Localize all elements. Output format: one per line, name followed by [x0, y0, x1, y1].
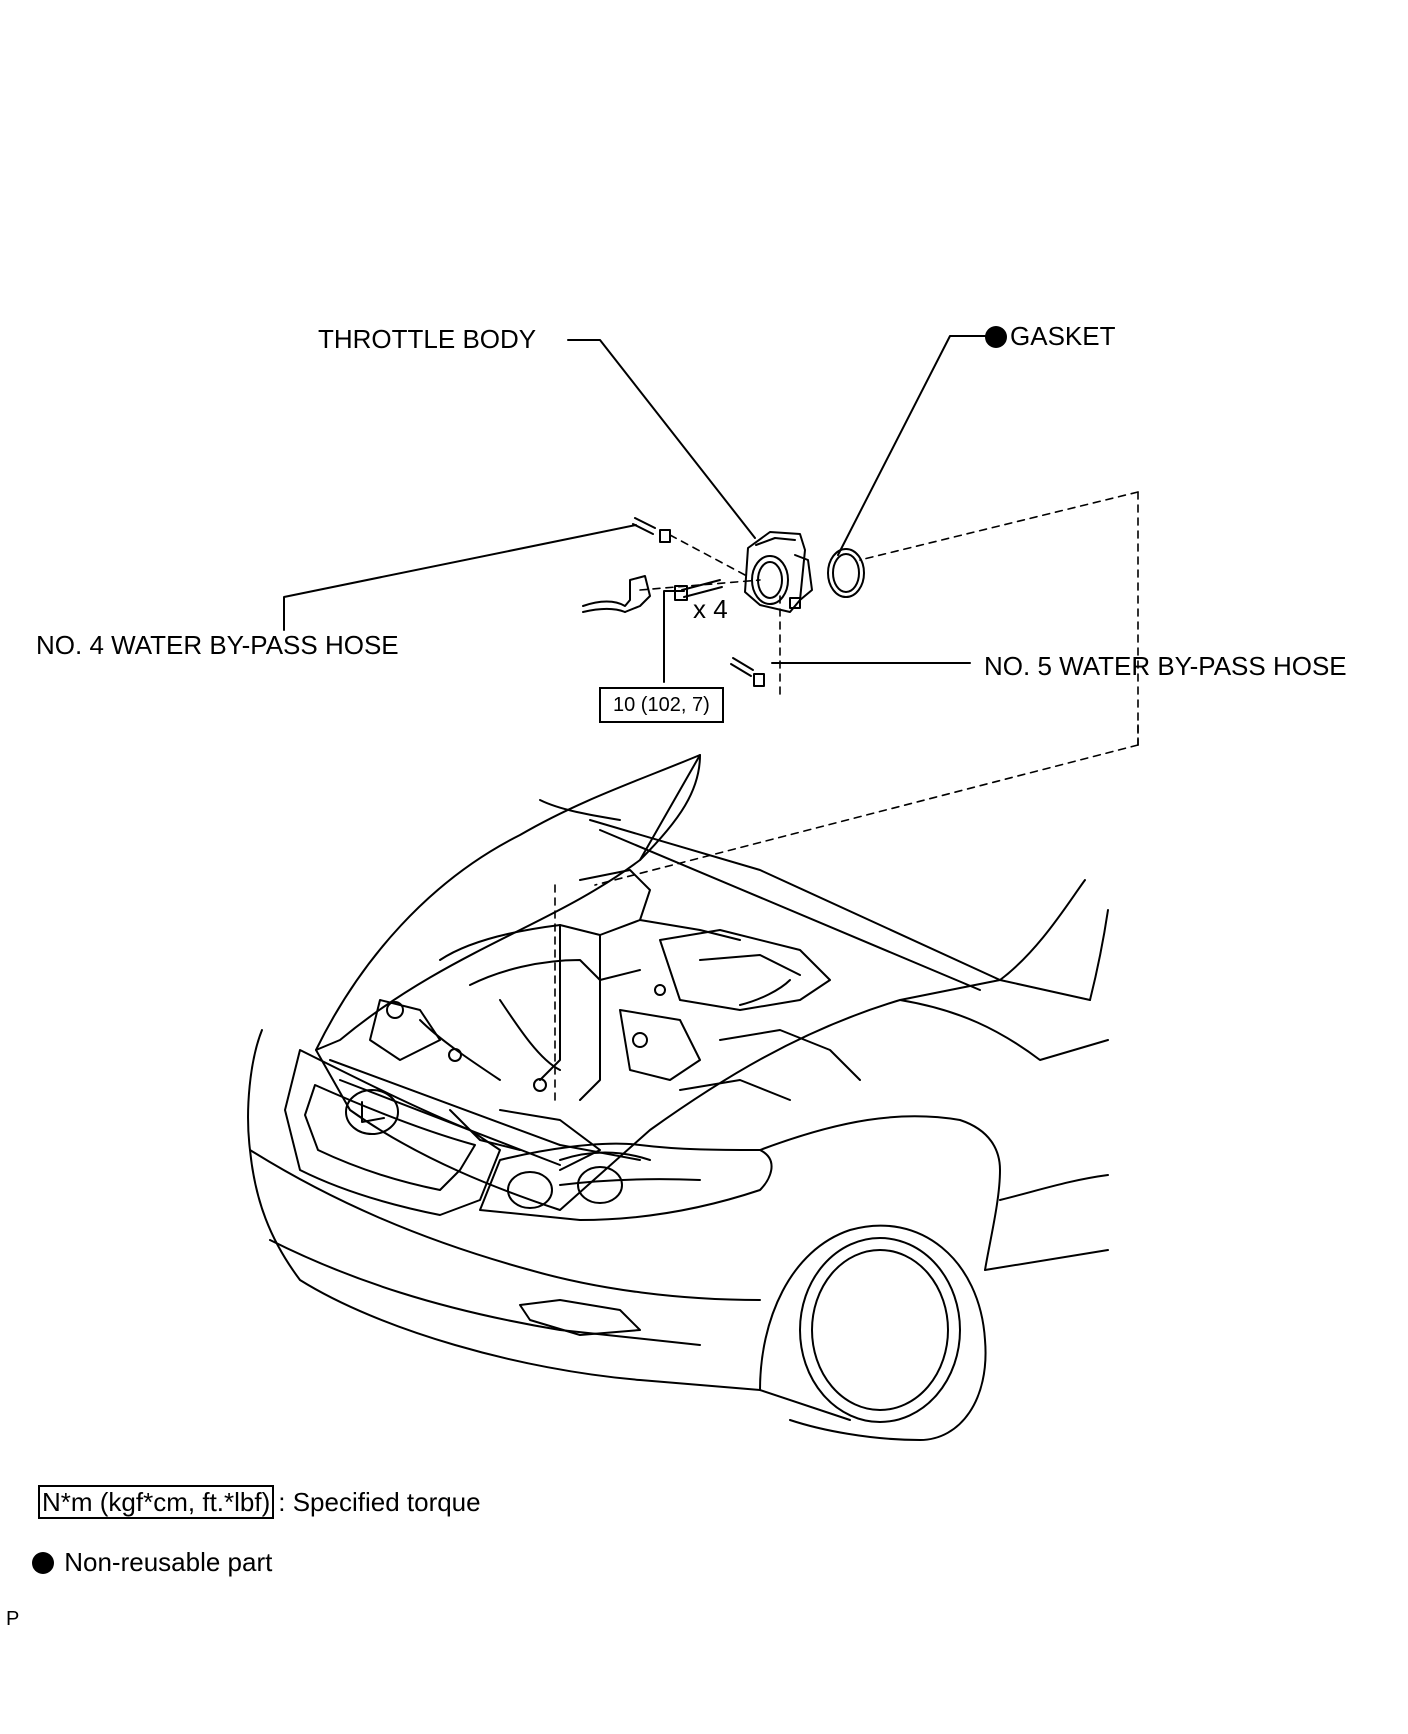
footer-code: P — [6, 1608, 20, 1630]
nonreusable-legend-desc: Non-reusable part — [64, 1547, 273, 1577]
gasket-label-text: GASKET — [1010, 321, 1116, 351]
headlight — [479, 1142, 773, 1221]
gasket-part — [827, 548, 865, 598]
radiator-support — [329, 1059, 641, 1161]
front-bumper — [247, 1029, 761, 1391]
throttle-body-part — [744, 531, 813, 613]
vehicle-front-illustration — [247, 754, 1109, 1441]
leader-lines — [283, 335, 986, 683]
connector-part — [582, 575, 651, 613]
cowl-line — [589, 819, 1091, 1001]
engine-bay-outline — [315, 979, 1001, 1211]
fog-light — [519, 1299, 641, 1336]
gasket-label: GASKET — [985, 321, 1115, 351]
hose4-leader — [283, 524, 637, 631]
front-wheel — [759, 1224, 987, 1441]
grille-outline — [284, 1049, 501, 1216]
throttle-body-label: THROTTLE BODY — [318, 324, 537, 354]
torque-legend-desc: : Specified torque — [278, 1487, 481, 1517]
torque-legend: N*m (kgf*cm, ft.*lbf): Specified torque — [38, 1485, 481, 1519]
bolt-part — [674, 579, 723, 601]
filled-circle-icon — [32, 1552, 54, 1574]
emblem — [345, 1089, 399, 1135]
no5-hose-label: NO. 5 WATER BY-PASS HOSE — [984, 651, 1347, 681]
torque-legend-unit: N*m (kgf*cm, ft.*lbf) — [38, 1485, 275, 1519]
no4-hose-label: NO. 4 WATER BY-PASS HOSE — [36, 630, 399, 660]
gasket-leader — [837, 335, 986, 556]
no4-hose-clip — [632, 517, 671, 543]
fender — [759, 1115, 1001, 1271]
hood-panel — [315, 754, 701, 1051]
torque-value-box: 10 (102, 7) — [599, 687, 724, 723]
engine-details — [369, 869, 861, 1171]
a-pillar — [999, 879, 1086, 981]
no5-hose-clip — [730, 657, 765, 687]
non-reusable-marker-icon — [985, 326, 1007, 348]
torque-leader — [663, 590, 685, 683]
quantity-label: x 4 — [693, 594, 728, 624]
assembly-guide-lines — [554, 491, 1139, 1101]
nonreusable-legend: Non-reusable part — [32, 1547, 272, 1577]
throttle-body-leader — [567, 339, 756, 539]
